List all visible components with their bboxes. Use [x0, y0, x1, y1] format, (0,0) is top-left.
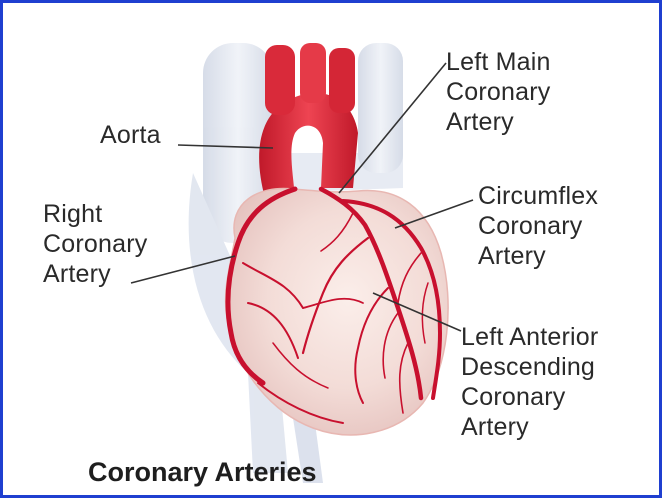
- diagram-title: Coronary Arteries: [88, 457, 317, 488]
- left-main-coronary-artery-label: Left Main Coronary Artery: [446, 47, 551, 137]
- right-coronary-artery-label: Right Coronary Artery: [43, 199, 147, 289]
- circumflex-coronary-artery-label: Circumflex Coronary Artery: [478, 181, 598, 271]
- aorta-label: Aorta: [100, 120, 161, 150]
- left-anterior-descending-artery-label: Left Anterior Descending Coronary Artery: [461, 322, 598, 442]
